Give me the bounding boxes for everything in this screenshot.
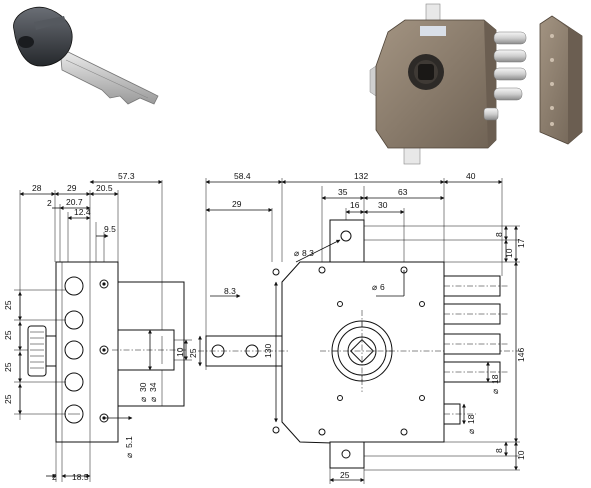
diameter-symbol: ⌀ (466, 428, 476, 434)
dim-front-top-2: 40 (466, 171, 476, 181)
dim-front-bolt: 18 (490, 374, 500, 384)
diameter-symbol: ⌀ (124, 452, 134, 458)
dim-side-left-3: 25 (3, 394, 13, 404)
diameter-symbol: ⌀ (372, 282, 378, 292)
dim-front-top-6: 16 (350, 200, 360, 210)
dim-front-right-5: 10 (516, 450, 526, 460)
dim-front-top-5: 29 (232, 199, 242, 209)
dim-side-top-7: 9.5 (104, 224, 116, 234)
dim-front-right-4: 8 (494, 448, 504, 453)
dim-front-top-1: 132 (354, 171, 368, 181)
dim-front-top-3: 35 (338, 187, 348, 197)
dim-front-top-0: 58.4 (234, 171, 251, 181)
dim-side-right-1: 30 (138, 382, 148, 392)
diameter-symbol: ⌀ (138, 396, 148, 402)
dim-front-left-0: 25 (188, 348, 198, 358)
dim-front-top-4: 63 (398, 187, 408, 197)
side-view-drawing: 28 29 20.5 57.3 2 20.7 12.4 9.5 25 25 25… (3, 171, 192, 482)
dim-front-hole-1: 6 (380, 282, 385, 292)
dim-side-right-0: 10 (175, 347, 185, 357)
dim-side-top-0: 28 (32, 183, 42, 193)
dim-side-left-1: 25 (3, 330, 13, 340)
dim-side-screw: 5.1 (124, 436, 134, 448)
strike-plate-photo (539, 15, 583, 145)
dim-side-top-1: 29 (67, 183, 77, 193)
lock-photo (369, 3, 527, 165)
dim-front-latch: 18 (466, 414, 476, 424)
diameter-symbol: ⌀ (294, 248, 300, 258)
front-view-drawing: 58.4 132 40 35 63 29 16 30 8.3 6 8.3 25 … (124, 171, 526, 484)
dim-front-right-1: 17 (516, 238, 526, 248)
dim-front-right-2: 10 (504, 248, 514, 258)
dim-front-left-1: 130 (263, 344, 273, 358)
diameter-symbol: ⌀ (148, 396, 158, 402)
dim-front-hole-2: 8.3 (224, 286, 236, 296)
dim-side-right-2: 34 (148, 382, 158, 392)
dim-side-left-2: 25 (3, 362, 13, 372)
dim-front-hole-0: 8.3 (302, 248, 314, 258)
dim-front-right-3: 146 (516, 348, 526, 362)
key-photo (13, 6, 159, 105)
dim-side-top-2: 20.5 (96, 183, 113, 193)
dim-side-bottom-1: 18.5 (72, 472, 89, 482)
dim-front-bottom: 25 (340, 470, 350, 480)
dim-side-left-0: 25 (3, 300, 13, 310)
dim-side-top-4: 2 (47, 198, 52, 208)
dim-side-bottom-0: 2 (52, 472, 57, 482)
diameter-symbol: ⌀ (490, 388, 500, 394)
dim-front-top-7: 30 (378, 200, 388, 210)
dim-side-top-3: 57.3 (118, 171, 135, 181)
dim-side-top-5: 20.7 (66, 197, 83, 207)
dim-side-top-6: 12.4 (74, 207, 91, 217)
dim-front-right-0: 8 (494, 232, 504, 237)
